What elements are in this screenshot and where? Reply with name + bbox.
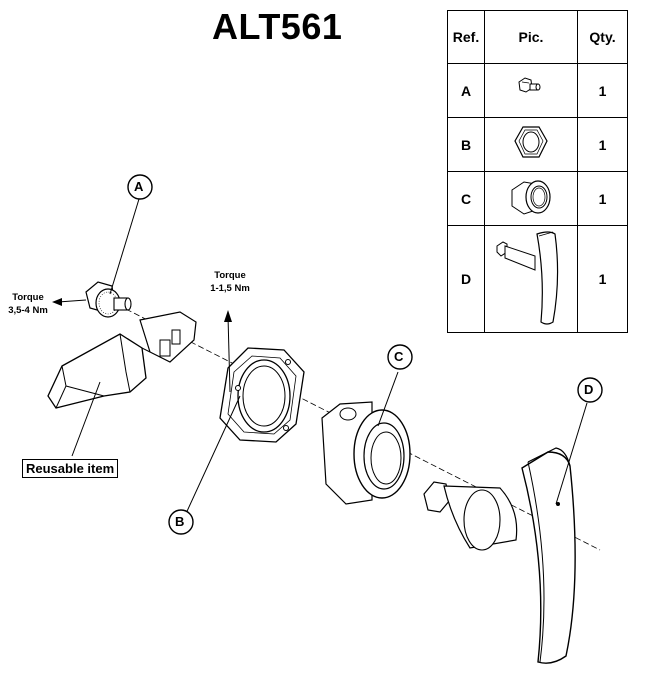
callout-d: D: [584, 382, 594, 397]
row-qty: 1: [577, 117, 628, 172]
hex-mounting-nut-icon: [484, 117, 578, 172]
part-a-nut-drawing: [85, 281, 132, 318]
callout-a: A: [134, 179, 144, 194]
row-qty: 1: [577, 225, 628, 333]
torque-a-label: Torque 3,5-4 Nm: [2, 291, 54, 317]
cam-lever-drawing: [47, 311, 197, 409]
header-pic: Pic.: [484, 10, 578, 64]
row-qty: 1: [577, 63, 628, 118]
reusable-item-label: Reusable item: [22, 459, 119, 478]
table-row: B 1: [447, 117, 628, 172]
row-ref: D: [447, 225, 485, 333]
torque-a-line1: Torque: [12, 292, 44, 303]
table-row: D 1: [447, 225, 628, 333]
part-b-hex-nut-drawing: [219, 347, 305, 443]
callout-c: C: [394, 349, 404, 364]
table-row: C 1: [447, 171, 628, 226]
header-ref: Ref.: [447, 10, 485, 64]
row-ref: A: [447, 63, 485, 118]
torque-a-line2: 3,5-4 Nm: [8, 305, 48, 316]
row-ref: C: [447, 171, 485, 226]
torque-b-line1: Torque: [214, 270, 246, 281]
header-qty: Qty.: [577, 10, 628, 64]
housing-bushing-icon: [484, 171, 578, 226]
part-c-housing-drawing: [321, 401, 411, 505]
hex-nut-bolt-icon: [484, 63, 578, 118]
table-header-row: Ref. Pic. Qty.: [447, 10, 628, 64]
page-title: ALT561: [212, 6, 343, 47]
torque-b-line2: 1-1,5 Nm: [210, 283, 250, 294]
row-ref: B: [447, 117, 485, 172]
assembly-axis-line: [117, 304, 601, 551]
callout-b: B: [175, 514, 185, 529]
part-d-t-handle-drawing: [423, 447, 576, 664]
table-row: A 1: [447, 63, 628, 118]
t-handle-icon: [484, 225, 578, 333]
parts-table: Ref. Pic. Qty. A 1 B 1 C: [447, 10, 628, 333]
torque-b-label: Torque 1-1,5 Nm: [202, 269, 258, 295]
row-qty: 1: [577, 171, 628, 226]
